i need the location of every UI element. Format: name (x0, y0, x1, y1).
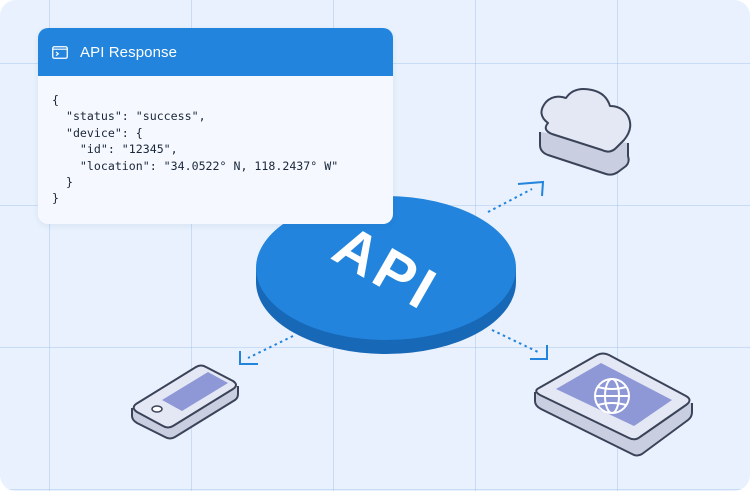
api-response-header: API Response (38, 28, 393, 76)
cloud-icon (539, 88, 632, 176)
panel-title: API Response (80, 43, 178, 61)
code-line: "device": { (52, 125, 143, 140)
code-line: "location": "34.0522° N, 118.2437° W" (52, 158, 339, 173)
tablet-globe-icon (534, 352, 693, 457)
api-response-panel: API Response { "status": "success", "dev… (38, 28, 393, 224)
code-line: } (52, 175, 73, 190)
code-line: } (52, 191, 59, 206)
arrowhead-cloud-icon (517, 180, 545, 197)
json-code-block: { "status": "success", "device": { "id":… (38, 76, 393, 207)
arrowhead-tablet-icon (530, 345, 548, 360)
phone-icon (131, 364, 239, 440)
globe-icon (594, 378, 630, 414)
connector-phone (239, 335, 294, 365)
connector-tablet (491, 329, 548, 360)
terminal-icon (52, 45, 68, 59)
arrowhead-phone-icon (239, 351, 258, 365)
api-hub: API (256, 196, 516, 354)
code-line: { (52, 93, 59, 107)
code-line: "id": "12345", (52, 142, 178, 157)
code-line: "status": "success", (52, 109, 206, 124)
connector-cloud (487, 180, 545, 213)
